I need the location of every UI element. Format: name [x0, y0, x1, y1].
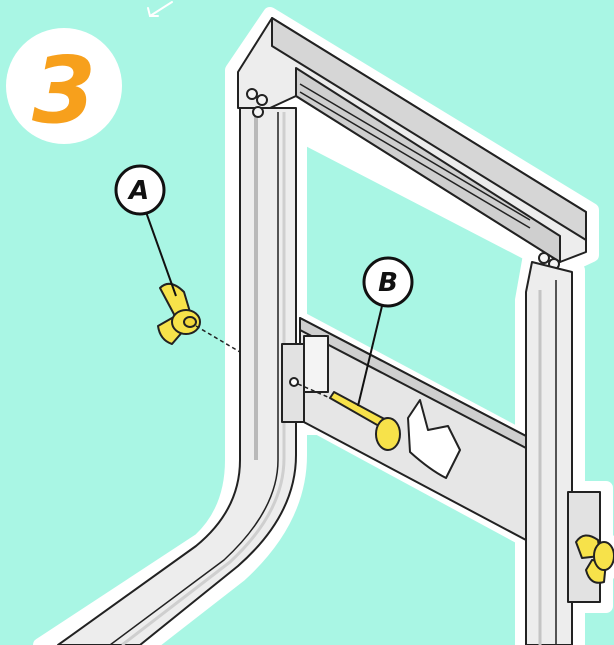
step-number-badge: 3: [6, 28, 122, 144]
callout-b-label: B: [378, 268, 398, 298]
wing-nut-a: [158, 284, 200, 344]
step-number: 3: [32, 37, 96, 144]
right-leg: [526, 262, 572, 645]
direction-arrow-icon: [148, 2, 172, 16]
callout-a: A: [116, 166, 176, 296]
callout-a-label: A: [127, 176, 149, 206]
